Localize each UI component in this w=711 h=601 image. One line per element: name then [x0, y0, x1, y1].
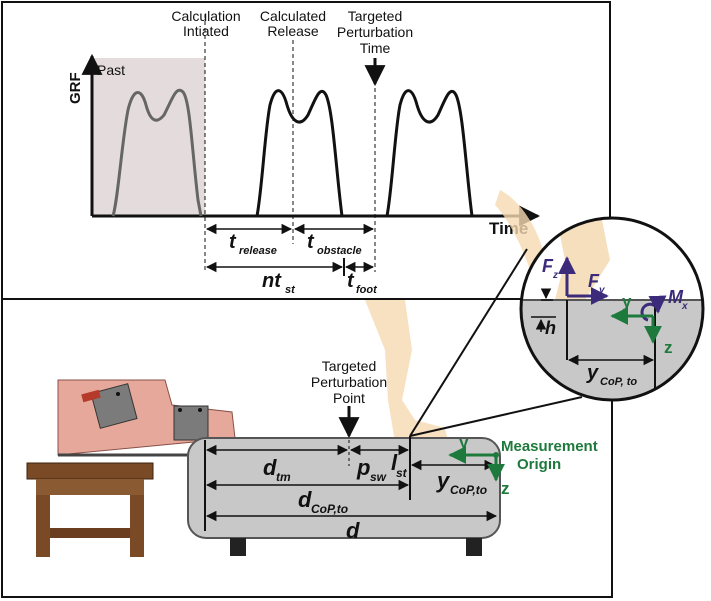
upper-leg [495, 190, 545, 270]
grf-axis-label: GRF [67, 72, 84, 104]
table-crossbar [50, 528, 130, 538]
d-cop-symbol: d [298, 487, 312, 512]
perturb-point-label-3: Point [333, 390, 365, 406]
treadmill-foot-left [230, 538, 246, 556]
origin-y-label: y [459, 433, 469, 452]
origin-z-label: z [501, 479, 510, 498]
mx-symbol: M [668, 287, 684, 307]
targeted-time-label-3: Time [360, 40, 391, 56]
past-region [92, 58, 205, 216]
h-symbol: h [545, 318, 556, 338]
l-st-sub: st [396, 466, 408, 480]
grf-curve-next [385, 89, 474, 217]
t-obstacle-sub: obstacle [317, 245, 362, 257]
fz-sub: z [552, 270, 558, 281]
p-sw-symbol: p [356, 455, 370, 480]
perturb-point-label-2: Perturbation [311, 374, 387, 390]
grf-curve-past [111, 88, 203, 217]
d-cop-sub: CoP,to [311, 502, 348, 516]
nt-st-symbol: nt [262, 270, 282, 292]
mx-sub: x [681, 301, 688, 312]
targeted-time-label-2: Perturbation [337, 24, 413, 40]
calc-release-label-1: Calculated [260, 8, 326, 24]
inset-y-cop-symbol: y [586, 362, 599, 384]
motor-block [90, 383, 138, 429]
p-sw-sub: sw [370, 470, 387, 484]
table-apron [36, 479, 144, 495]
y-cop-sub: CoP,to [450, 483, 487, 497]
inset-z-label: z [664, 338, 673, 357]
zoom-line-top [409, 248, 528, 437]
actuator-red [81, 389, 101, 403]
inset-circle [519, 216, 705, 402]
past-label: Past [97, 62, 125, 78]
grf-curve-current [255, 89, 344, 217]
t-release-sub: release [239, 245, 277, 257]
perturb-point-label-1: Targeted [322, 358, 376, 374]
calc-release-label-2: Release [267, 23, 319, 39]
fy-sub: y [598, 285, 605, 296]
fy-symbol: F [588, 271, 600, 291]
measurement-origin-label-1: Measurement [501, 438, 598, 455]
l-st-symbol: l [391, 450, 398, 475]
walking-foot [365, 300, 448, 442]
mx-arc [640, 295, 667, 322]
bottom-panel-frame [1, 298, 613, 598]
treadmill-foot-right [466, 538, 482, 556]
t-foot-sub: foot [356, 284, 378, 296]
t-release-symbol: t [229, 231, 237, 253]
t-foot-symbol: t [347, 270, 355, 292]
d-tm-sub: tm [276, 470, 291, 484]
t-obstacle-symbol: t [307, 231, 315, 253]
table-top [26, 462, 154, 480]
calc-initiated-label-1: Calculation [171, 8, 240, 24]
measurement-origin-label-2: Origin [517, 456, 561, 473]
targeted-time-label-1: Targeted [348, 8, 402, 24]
fz-symbol: F [542, 256, 554, 276]
inset-y-label: y [622, 292, 632, 311]
d-symbol: d [346, 518, 360, 543]
y-cop-symbol: y [436, 468, 451, 493]
d-tm-symbol: d [263, 455, 277, 480]
table-leg-left [36, 495, 50, 557]
inset-y-cop-sub: CoP, to [600, 376, 637, 388]
inset-foot [555, 218, 610, 300]
calc-initiated-label-2: Intiated [183, 23, 229, 39]
zoom-line-bottom [409, 396, 583, 437]
nt-st-sub: st [285, 284, 296, 296]
table-leg-right [130, 495, 144, 557]
